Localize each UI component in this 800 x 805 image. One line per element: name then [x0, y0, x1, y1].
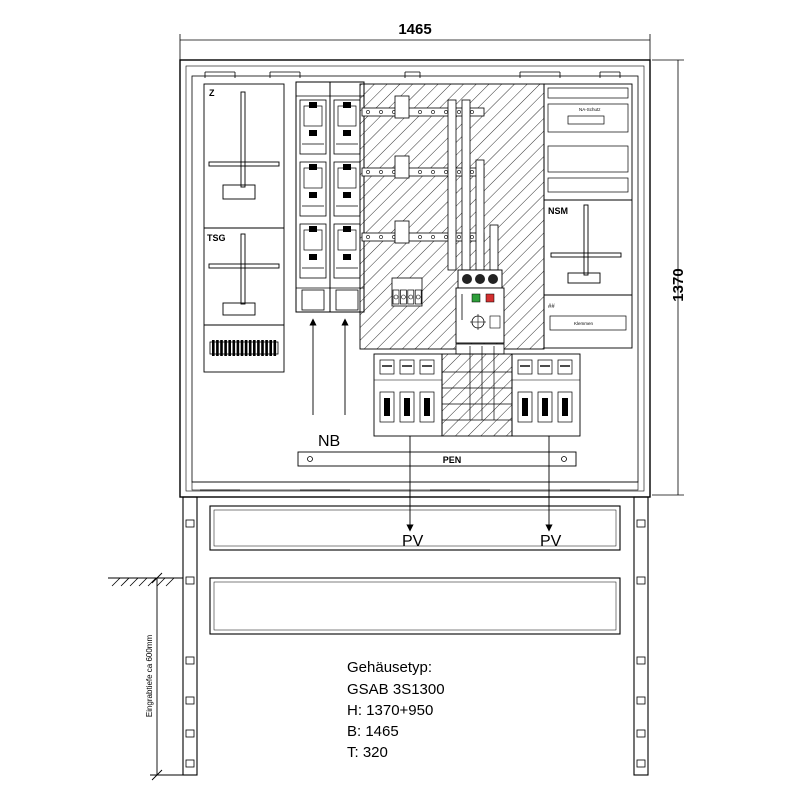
klemmen-label: Klemmen — [574, 321, 594, 326]
meter-mount-nsm — [550, 204, 622, 284]
frame-hole — [636, 519, 646, 528]
pv-left-label: PV — [402, 533, 424, 550]
frame-hole — [636, 729, 646, 738]
small-fuse — [400, 289, 407, 305]
housing-width: B: 1465 — [347, 723, 399, 740]
fuse-terminal — [335, 289, 359, 311]
terminal-block — [216, 340, 219, 356]
fuse-holder — [299, 99, 327, 155]
small-fuse-group — [391, 277, 423, 307]
frame-hole — [636, 576, 646, 585]
width-dimension: 1465 — [179, 21, 651, 62]
fuse-switch-disconnectors — [295, 81, 365, 313]
frame-hole — [185, 759, 195, 768]
pv-fuse-panel-right — [511, 353, 581, 437]
pv-output-arrows — [406, 436, 553, 532]
pv-fuse-top — [517, 359, 533, 375]
frame-hole — [185, 576, 195, 585]
pv-fuse — [379, 391, 395, 423]
pv-fuse — [419, 391, 435, 423]
fuse-holder — [299, 161, 327, 217]
mini-box-label: ## — [548, 304, 555, 310]
frame-hole — [185, 696, 195, 705]
left-meter-column: Z TSG — [203, 83, 285, 373]
pv-fuse-panel-left — [373, 353, 443, 437]
ground-level — [108, 572, 183, 781]
right-device-column: NA-Schutz NSM ## Klemmen — [543, 83, 633, 349]
pv-fuse-top — [537, 359, 553, 375]
on-indicator — [471, 293, 481, 303]
na-protection-breaker — [455, 269, 505, 355]
top-vents — [204, 71, 621, 78]
pv-fuse-top — [419, 359, 435, 375]
housing-depth: T: 320 — [347, 744, 388, 761]
off-indicator — [485, 293, 495, 303]
cabinet-body — [179, 59, 651, 498]
fuse-holder — [333, 161, 361, 217]
pv-right-label: PV — [540, 533, 562, 550]
terminal-block — [244, 340, 248, 356]
height-dimension: 1370 — [652, 59, 687, 496]
frame-hole — [185, 729, 195, 738]
pen-busbar: PEN — [297, 451, 577, 467]
frame-hole — [185, 656, 195, 665]
terminal-block — [236, 340, 240, 356]
busbar-rail — [361, 95, 485, 119]
terminal-block — [257, 340, 260, 356]
terminal-block — [232, 340, 236, 356]
meter-mount-tsg — [208, 233, 280, 316]
housing-model: GSAB 3S1300 — [347, 681, 445, 698]
pv-fuse — [517, 391, 533, 423]
pv-fuse — [399, 391, 415, 423]
small-fuse — [392, 289, 400, 305]
pen-label: PEN — [443, 455, 462, 465]
terminal-block — [240, 340, 244, 356]
fuse-terminal — [301, 289, 325, 311]
cable-chamber — [441, 346, 513, 437]
small-fuse — [414, 289, 422, 305]
terminal-block — [248, 340, 252, 356]
width-label: 1465 — [398, 21, 431, 38]
terminal-block — [261, 340, 264, 356]
pv-fuse — [557, 391, 573, 423]
meter-mount-z — [208, 91, 280, 200]
pv-fuse-top — [399, 359, 415, 375]
fuse-holder — [299, 223, 327, 279]
fuse-holder — [333, 223, 361, 279]
depth-label: Eingrabtiefe ca 600mm — [145, 635, 154, 718]
housing-info: Gehäusetyp: GSAB 3S1300 H: 1370+950 B: 1… — [347, 659, 445, 761]
pv-fuse — [537, 391, 553, 423]
frame-hole — [185, 519, 195, 528]
z-label: Z — [209, 88, 215, 98]
terminal-block — [265, 340, 268, 356]
terminal-strip-left — [209, 340, 279, 356]
small-fuse — [407, 289, 415, 305]
frame-hole — [636, 656, 646, 665]
terminal-block — [269, 340, 272, 356]
terminal-block — [224, 340, 227, 356]
fuse-holder — [333, 99, 361, 155]
nb-feed-arrows — [309, 318, 349, 415]
din-rail-modules — [547, 87, 629, 193]
nb-label: NB — [318, 433, 340, 450]
terminal-block — [212, 340, 215, 356]
frame-hole — [636, 759, 646, 768]
terminal-block — [228, 340, 231, 356]
na-schutz-label: NA-Schutz — [579, 107, 601, 112]
tsg-label: TSG — [207, 233, 226, 243]
nsm-label: NSM — [548, 206, 568, 216]
height-label: 1370 — [670, 268, 687, 301]
terminal-block — [273, 340, 277, 356]
foundation-frame — [182, 496, 649, 776]
terminal-block — [253, 340, 256, 356]
terminal-block — [220, 340, 223, 356]
pv-fuse-top — [557, 359, 573, 375]
housing-title: Gehäusetyp: — [347, 659, 432, 676]
busbar-compartment — [359, 83, 545, 350]
housing-height: H: 1370+950 — [347, 702, 433, 719]
frame-hole — [636, 696, 646, 705]
pv-fuse-top — [379, 359, 395, 375]
